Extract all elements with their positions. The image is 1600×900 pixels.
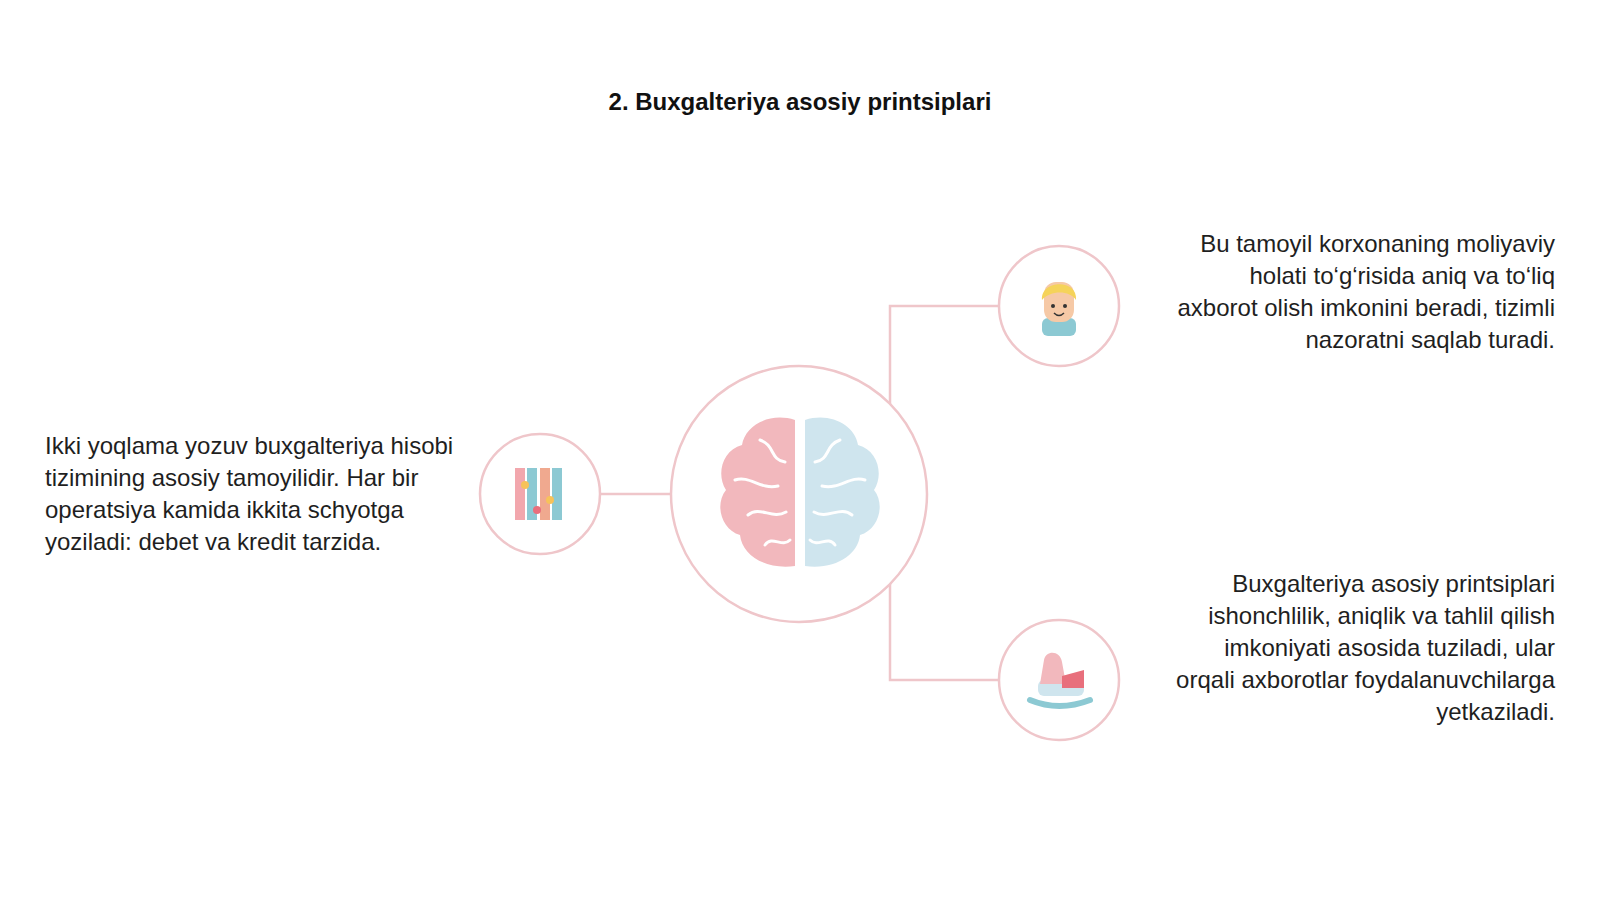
icon-node: Ikki yoqlama yozuv buxgalteriya hisobi t…	[40, 300, 620, 690]
node-text: Bu tamoyil korxonaning moliyaviy holati …	[1175, 228, 1555, 356]
icon-node: Bu tamoyil korxonaning moliyaviy holati …	[990, 200, 1570, 460]
node-text: Ikki yoqlama yozuv buxgalteriya hisobi t…	[45, 430, 465, 558]
icon-node: Buxgalteriya asosiy printsiplari ishonch…	[990, 540, 1570, 860]
node-text: Buxgalteriya asosiy printsiplari ishonch…	[1175, 568, 1555, 728]
diagram-title: 2. Buxgalteriya asosiy printsiplari	[0, 88, 1600, 116]
